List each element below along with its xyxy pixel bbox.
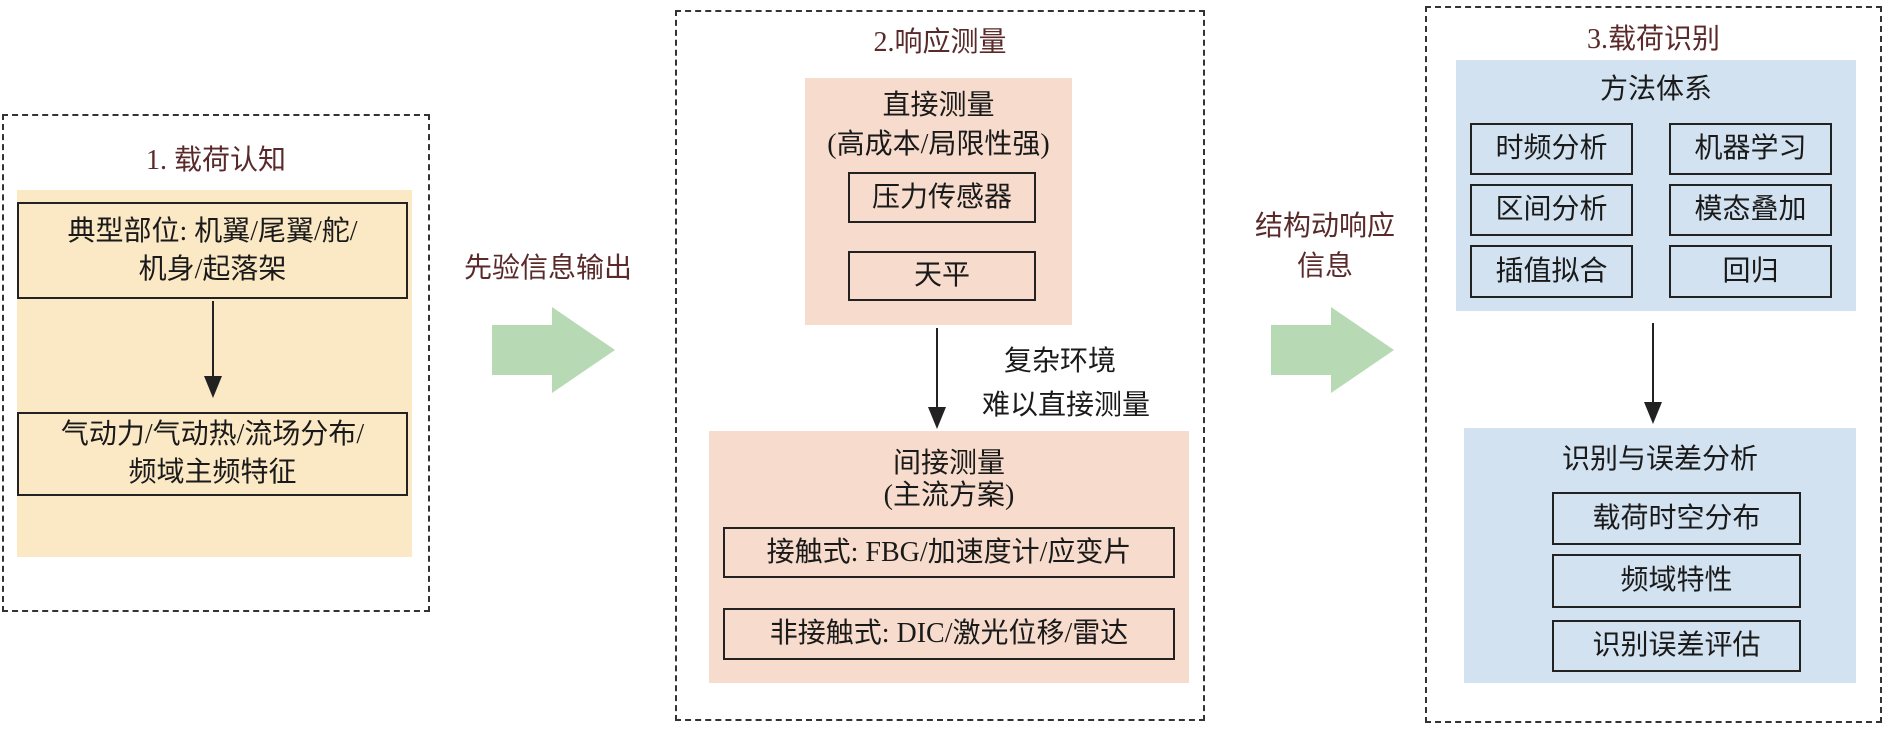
- pressure-sensor-box: 压力传感器: [848, 172, 1036, 223]
- flow-arrow-1: [492, 307, 615, 393]
- complex-env-label: 复杂环境: [1003, 346, 1116, 377]
- method-modal-superposition: 模态叠加: [1669, 184, 1832, 236]
- load-types-box: 气动力/气动热/流场分布/ 频域主频特征: [17, 412, 408, 496]
- stage2-title: 2.响应测量: [873, 27, 1007, 58]
- typical-parts-line1: 典型部位: 机翼/尾翼/舵/: [67, 215, 358, 247]
- stage3-title: 3.载荷识别: [1586, 24, 1720, 55]
- typical-parts-line2: 机身/起落架: [138, 253, 287, 285]
- stage2-arrow-line: [936, 328, 938, 408]
- stage1-arrow-head: [204, 376, 222, 398]
- load-types-line1: 气动力/气动热/流场分布/: [60, 419, 365, 450]
- indirect-measurement-subtitle: (主流方案): [883, 480, 1015, 511]
- stage2-container: [675, 10, 1205, 721]
- method-machine-learning: 机器学习: [1669, 123, 1832, 175]
- stage3-container: [1425, 6, 1882, 723]
- indirect-measurement-title: 间接测量: [892, 448, 1005, 479]
- flow-arrow-2: [1271, 307, 1394, 393]
- method-interpolation: 插值拟合: [1470, 245, 1633, 298]
- balance-box: 天平: [848, 251, 1036, 301]
- error-evaluation-box: 识别误差评估: [1552, 620, 1801, 672]
- method-regression: 回归: [1669, 245, 1832, 298]
- contact-methods-box: 接触式: FBG/加速度计/应变片: [723, 527, 1175, 578]
- stage3-arrow-line: [1652, 323, 1654, 403]
- stage1-arrow-line: [212, 301, 214, 377]
- methods-title: 方法体系: [1599, 74, 1712, 105]
- load-types-line2: 频域主频特征: [128, 457, 297, 488]
- direct-measurement-title: 直接测量: [882, 90, 995, 121]
- method-time-frequency: 时频分析: [1470, 123, 1633, 175]
- hard-to-measure-label: 难以直接测量: [981, 390, 1150, 421]
- structural-response-label-line1: 结构动响应: [1254, 211, 1395, 242]
- indirect-measurement-panel: [709, 431, 1189, 683]
- stage3-arrow-head: [1644, 402, 1662, 424]
- frequency-characteristics-box: 频域特性: [1552, 554, 1801, 608]
- structural-response-label-line2: 信息: [1296, 251, 1353, 282]
- stage2-arrow-head: [928, 407, 946, 429]
- typical-parts-box: 典型部位: 机翼/尾翼/舵/ 机身/起落架: [17, 202, 408, 299]
- prior-info-output-label: 先验信息输出: [463, 253, 632, 284]
- analysis-title: 识别与误差分析: [1561, 444, 1758, 475]
- load-spatiotemporal-box: 载荷时空分布: [1552, 492, 1801, 545]
- noncontact-methods-box: 非接触式: DIC/激光位移/雷达: [723, 608, 1175, 660]
- direct-measurement-subtitle: (高成本/局限性强): [827, 129, 1050, 160]
- stage1-title: 1. 载荷认知: [145, 145, 286, 176]
- stage1-container: [2, 114, 430, 612]
- method-interval-analysis: 区间分析: [1470, 184, 1633, 236]
